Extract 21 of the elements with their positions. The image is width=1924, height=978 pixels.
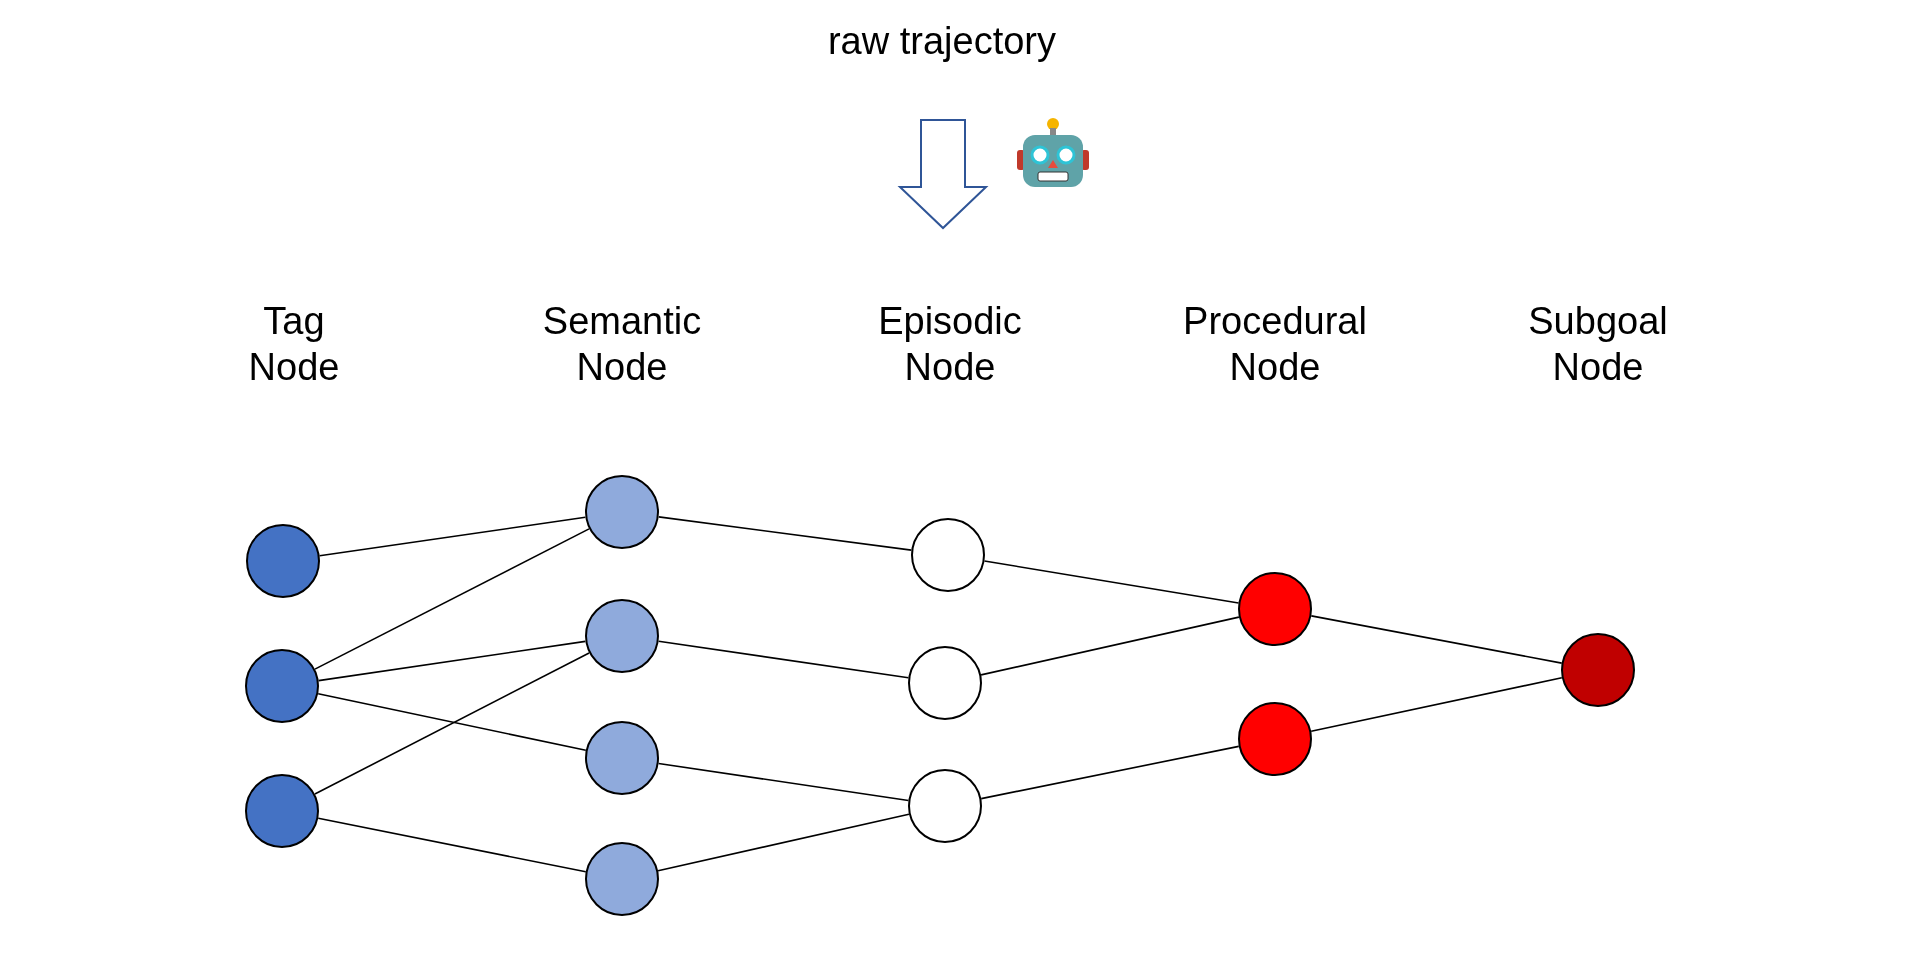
- connector-line: [657, 813, 910, 872]
- connector-line: [1310, 676, 1563, 733]
- column-header: Episodic Node: [878, 299, 1022, 390]
- connector-line: [1310, 615, 1563, 664]
- connector-line: [657, 762, 910, 802]
- connector-line: [657, 640, 910, 679]
- column-header: Subgoal Node: [1528, 299, 1668, 390]
- column-header: Semantic Node: [542, 299, 702, 390]
- connector-line: [317, 817, 587, 873]
- connector-line: [980, 616, 1240, 676]
- connector-line: [657, 516, 913, 551]
- connector-line: [317, 692, 587, 752]
- column-header: Tag Node: [248, 299, 340, 390]
- connector-line: [314, 528, 590, 670]
- connector-line: [983, 560, 1240, 604]
- input-label: raw trajectory: [827, 19, 1057, 64]
- connector-line: [980, 745, 1240, 800]
- connector-line: [314, 652, 590, 795]
- connector-line: [318, 516, 587, 557]
- column-header: Procedural Node: [1183, 299, 1367, 390]
- connector-line: [317, 640, 587, 682]
